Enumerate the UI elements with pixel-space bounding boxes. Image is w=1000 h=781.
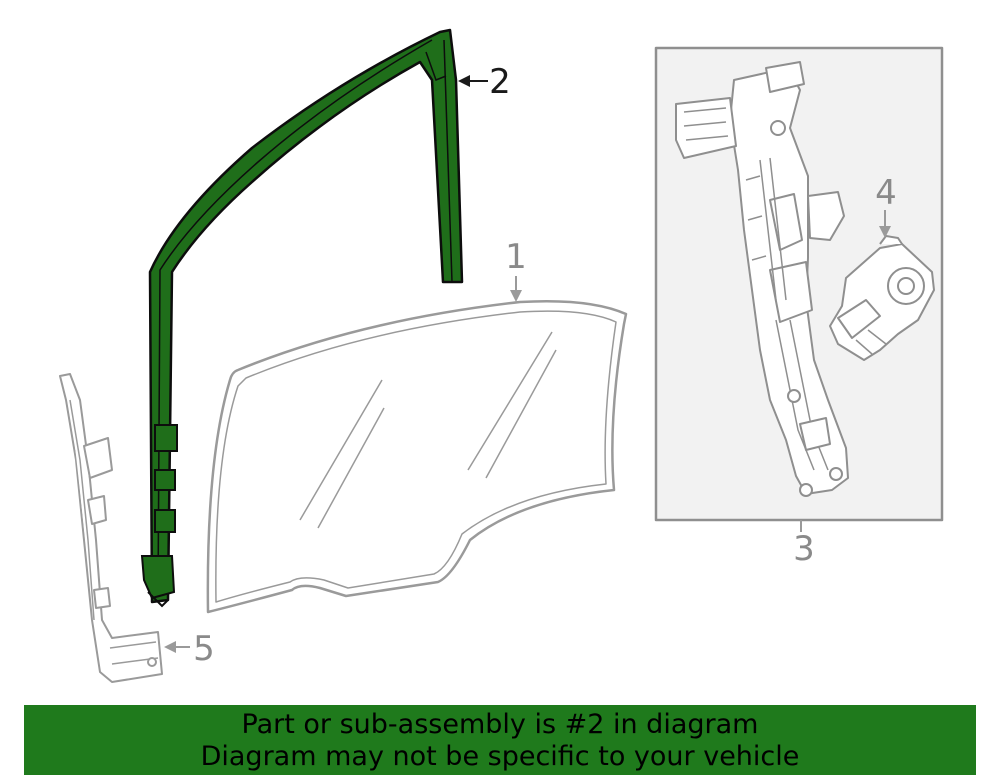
part-notice-banner: Part or sub-assembly is #2 in diagram Di…: [24, 705, 976, 775]
callout-4: 4: [875, 173, 897, 213]
callout-2: 2: [489, 62, 511, 102]
banner-line-1: Part or sub-assembly is #2 in diagram: [241, 709, 759, 740]
part-1-door-glass: [206, 299, 628, 614]
callout-5: 5: [193, 629, 215, 669]
part-3-window-regulator: [654, 46, 944, 522]
leader-lines: [164, 75, 891, 653]
callout-1: 1: [505, 237, 527, 277]
part-2-glass-run-channel: [140, 28, 464, 608]
callout-3: 3: [793, 529, 815, 569]
part-5-glass-guide-bracket: [59, 373, 163, 683]
banner-line-2: Diagram may not be specific to your vehi…: [200, 741, 800, 772]
part-4-window-motor: [829, 235, 935, 361]
